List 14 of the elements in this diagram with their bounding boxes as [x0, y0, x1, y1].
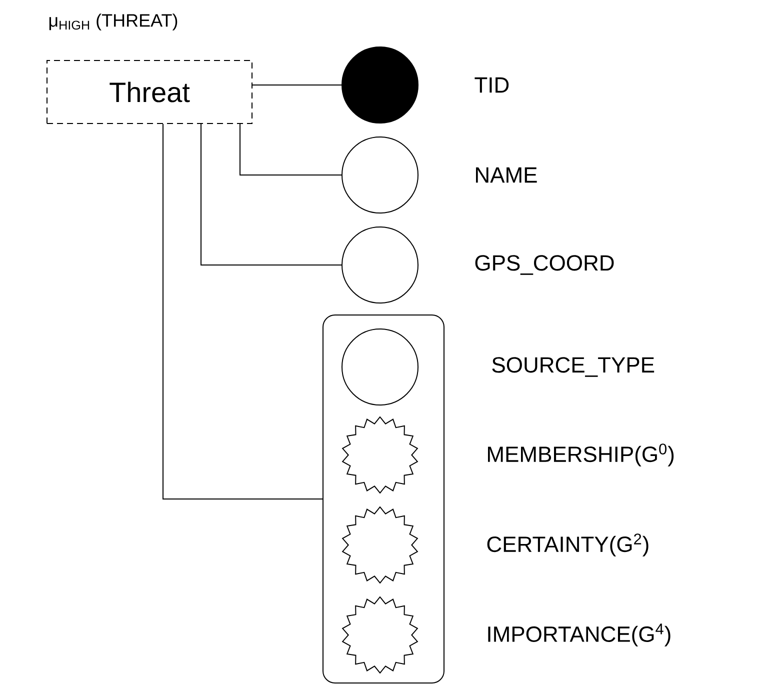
- attribute-label: NAME: [476, 167, 537, 183]
- attribute-label: CERTAINTY(G$^{2}$): [487, 534, 648, 556]
- entity-box: Threat: [46, 60, 252, 124]
- connector-line: [252, 84, 342, 86]
- attribute-label: MEMBERSHIP(G$^{0}$): [488, 444, 674, 466]
- connector-line: [200, 124, 342, 266]
- title: μ$_{HIGH}$ (THREAT): [49, 14, 178, 30]
- attribute-label: GPS_COORD: [475, 255, 614, 275]
- attribute-label: SOURCE_TYPE: [492, 357, 654, 377]
- attribute-label: TID: [474, 77, 509, 93]
- connector-line: [240, 124, 342, 176]
- connector-line: [162, 124, 323, 500]
- group-box: [322, 314, 444, 684]
- attribute-label: IMPORTANCE(G$^{4}$): [488, 624, 670, 646]
